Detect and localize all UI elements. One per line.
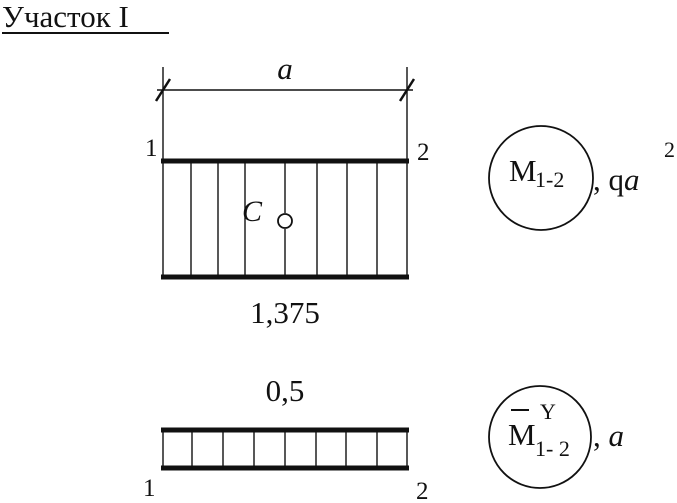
top-moment-unit-comma-q: , q [593, 162, 624, 197]
top-moment-subscript: 1-2 [535, 167, 564, 192]
top-moment-unit-prefix: , qa [593, 162, 640, 197]
top-moment-unit-power: 2 [664, 137, 675, 162]
bottom-node-2-label: 2 [416, 478, 429, 503]
centroid-label: C [242, 195, 263, 228]
bottom-value-label: 0,5 [266, 373, 305, 408]
top-value-label: 1,375 [250, 295, 320, 330]
bottom-moment-letter: M [508, 417, 536, 452]
centroid-marker [277, 213, 293, 229]
dimension-a-label: a [277, 51, 293, 86]
bottom-moment-subscript: 1- 2 [535, 436, 570, 461]
bottom-moment-superscript: Y [540, 399, 556, 424]
top-moment-circle [488, 125, 594, 231]
bottom-moment-unit-comma: , [593, 418, 609, 453]
bottom-node-1-label: 1 [143, 475, 156, 502]
top-moment-unit-base: a [624, 162, 640, 197]
top-node-2-label: 2 [417, 139, 430, 166]
bottom-moment-unit: , a [593, 418, 624, 453]
bottom-moment-circle [488, 385, 592, 489]
top-moment-symbol: M 1-2 , qa 2 [488, 125, 675, 231]
bottom-moment-unit-a: a [609, 418, 625, 453]
bottom-moment-symbol: M Y 1- 2 , a [488, 385, 624, 489]
top-node-1-label: 1 [145, 135, 158, 162]
top-moment-letter: M [509, 153, 537, 188]
dimension-tick-right [398, 78, 416, 102]
bottom-moment-diagram [161, 427, 409, 471]
section-title: Участок I [2, 0, 129, 34]
dimension-tick-left [154, 78, 172, 102]
top-moment-diagram [161, 158, 409, 280]
